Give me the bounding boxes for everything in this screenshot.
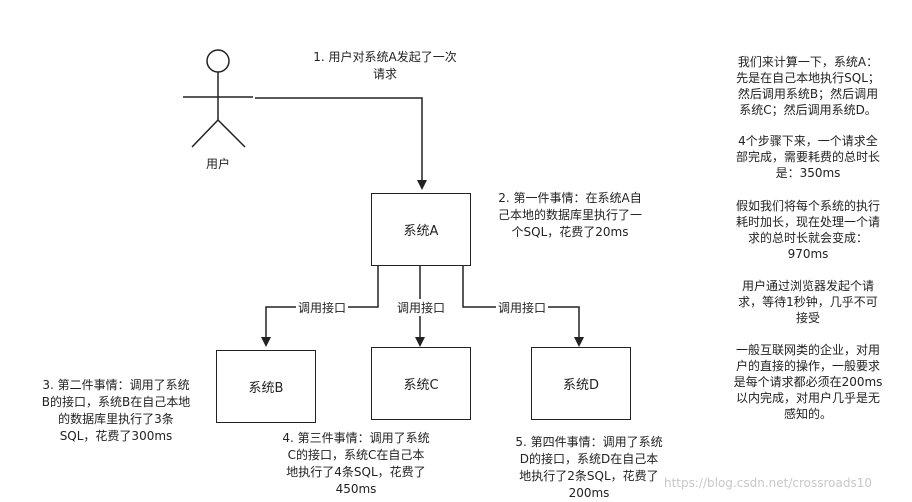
edge-user-to-system-a	[255, 97, 427, 190]
user-actor-icon	[183, 49, 253, 148]
system-a-label: 系统A	[403, 224, 439, 239]
note-calc: 我们来计算一下，系统A： 先是在自己本地执行SQL； 然后调用系统B；然后调用 …	[736, 55, 880, 117]
system-d-label: 系统D	[562, 378, 599, 393]
edge-label-c: 调用接口	[395, 299, 448, 316]
user-label: 用户	[205, 157, 230, 171]
note-total: 4个步骤下来，一个请求全 部完成，需要耗费的总时长 是：350ms	[735, 134, 880, 180]
system-b-node: 系统B	[216, 350, 316, 423]
system-d-node: 系统D	[531, 347, 631, 420]
note-longer: 假如我们将每个系统的执行 耗时加长，现在处理一个请 求的总时长就会变成： 970…	[735, 199, 880, 261]
step3-text: 3. 第二件事情：调用了系统 B的接口，系统B在自己本地 的数据库里执行了3条 …	[41, 378, 191, 443]
step2-text: 2. 第一件事情：在系统A自 己本地的数据库里执行了一 个SQL，花费了20ms	[497, 191, 642, 239]
system-c-label: 系统C	[403, 378, 439, 393]
edge-label-d: 调用接口	[496, 299, 549, 316]
system-c-node: 系统C	[371, 347, 471, 420]
step1-text: 1. 用户对系统A发起了一次 请求	[313, 50, 457, 81]
system-a-node: 系统A	[371, 193, 471, 266]
watermark: https://blog.csdn.net/crossroads10	[664, 476, 872, 490]
step4-text: 4. 第三件事情：调用了系统 C的接口，系统C在自己本 地执行了4条SQL，花费…	[282, 431, 430, 496]
note-requirement: 一般互联网类的企业，对用 户的直接的操作，一般要求 是每个请求都必须在200ms…	[733, 343, 883, 421]
step5-text: 5. 第四件事情：调用了系统 D的接口，系统D在自己本 地执行了2条SQL，花费…	[515, 435, 663, 500]
system-b-label: 系统B	[248, 381, 284, 396]
edge-label-b: 调用接口	[296, 299, 349, 316]
note-wait: 用户通过浏览器发起个请 求，等待1秒钟，几乎不可 接受	[738, 279, 878, 325]
